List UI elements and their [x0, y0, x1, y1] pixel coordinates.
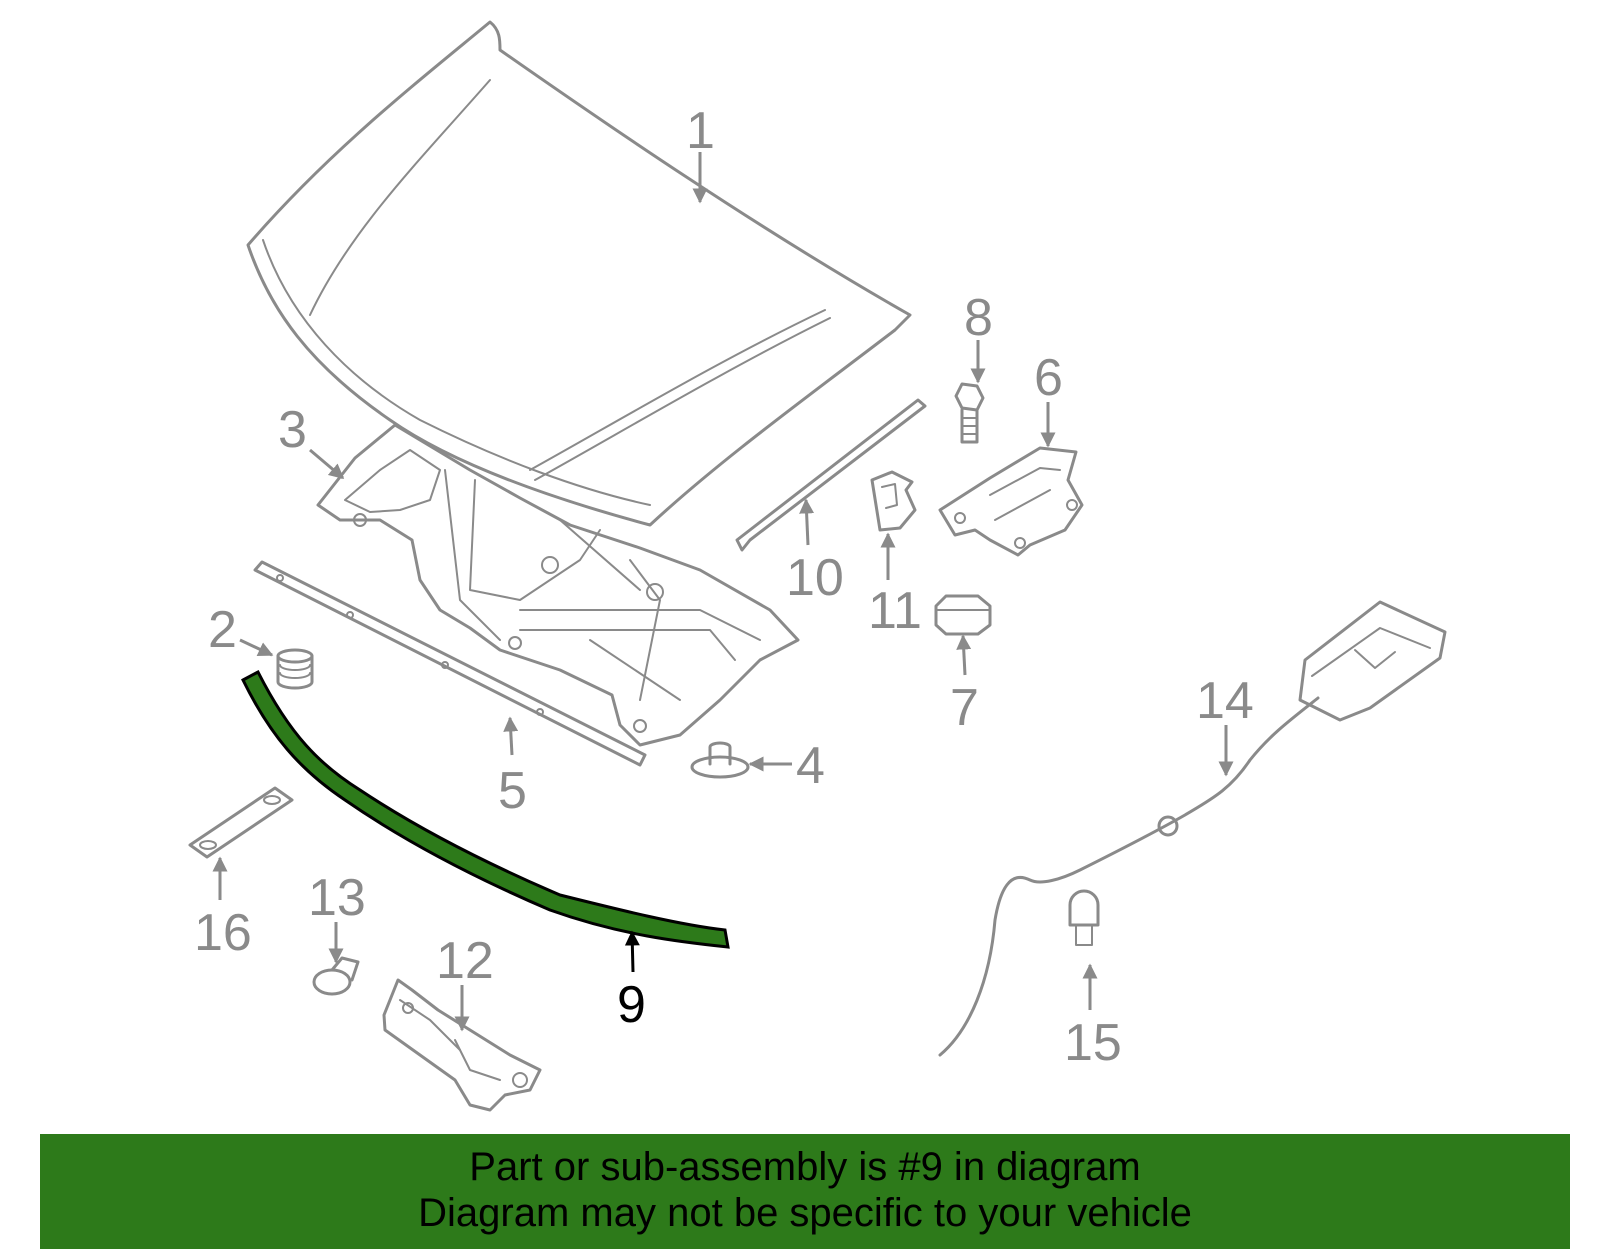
- info-banner: Part or sub-assembly is #9 in diagram Di…: [40, 1134, 1570, 1249]
- callout-16: 16: [194, 904, 252, 962]
- callout-12: 12: [436, 932, 494, 990]
- leader-lines: [212, 152, 1234, 1032]
- part-13-fastener: [312, 956, 360, 996]
- callout-11: 11: [868, 582, 922, 640]
- callout-4: 4: [796, 737, 825, 795]
- part-7-cap: [934, 594, 992, 636]
- part-15-grommet: [1068, 889, 1100, 946]
- callout-5: 5: [498, 762, 527, 820]
- part-4-clip: [690, 741, 750, 779]
- callout-14: 14: [1196, 672, 1254, 730]
- part-6-hinge: [938, 446, 1084, 557]
- callout-1: 1: [686, 102, 715, 160]
- callout-13: 13: [308, 869, 366, 927]
- part-3-inner-panel: [316, 423, 800, 747]
- callout-2: 2: [208, 601, 237, 659]
- callout-8: 8: [964, 289, 993, 347]
- part-2-bumper: [276, 648, 314, 690]
- callout-7: 7: [950, 679, 979, 737]
- part-14-release-cable: [938, 600, 1447, 1057]
- part-16-plate: [188, 786, 294, 859]
- part-8-bolt: [954, 382, 985, 444]
- callout-6: 6: [1034, 349, 1063, 407]
- callout-15: 15: [1064, 1014, 1122, 1072]
- part-11-clip: [870, 470, 917, 532]
- callout-10: 10: [786, 549, 844, 607]
- callout-9: 9: [617, 976, 646, 1034]
- banner-line-part-info: Part or sub-assembly is #9 in diagram: [469, 1145, 1141, 1189]
- part-5-strip: [253, 560, 647, 767]
- banner-line-disclaimer: Diagram may not be specific to your vehi…: [418, 1191, 1192, 1235]
- part-12-latch: [382, 978, 542, 1112]
- part-10-seal-strip: [735, 398, 927, 552]
- callout-labels: 1 2 3 4 5 6 7 8 9 10 11 12 13 14 15 16: [194, 102, 1254, 1072]
- callout-3: 3: [278, 401, 307, 459]
- part-1-hood: [246, 20, 912, 527]
- part-9-highlighted: [241, 669, 730, 949]
